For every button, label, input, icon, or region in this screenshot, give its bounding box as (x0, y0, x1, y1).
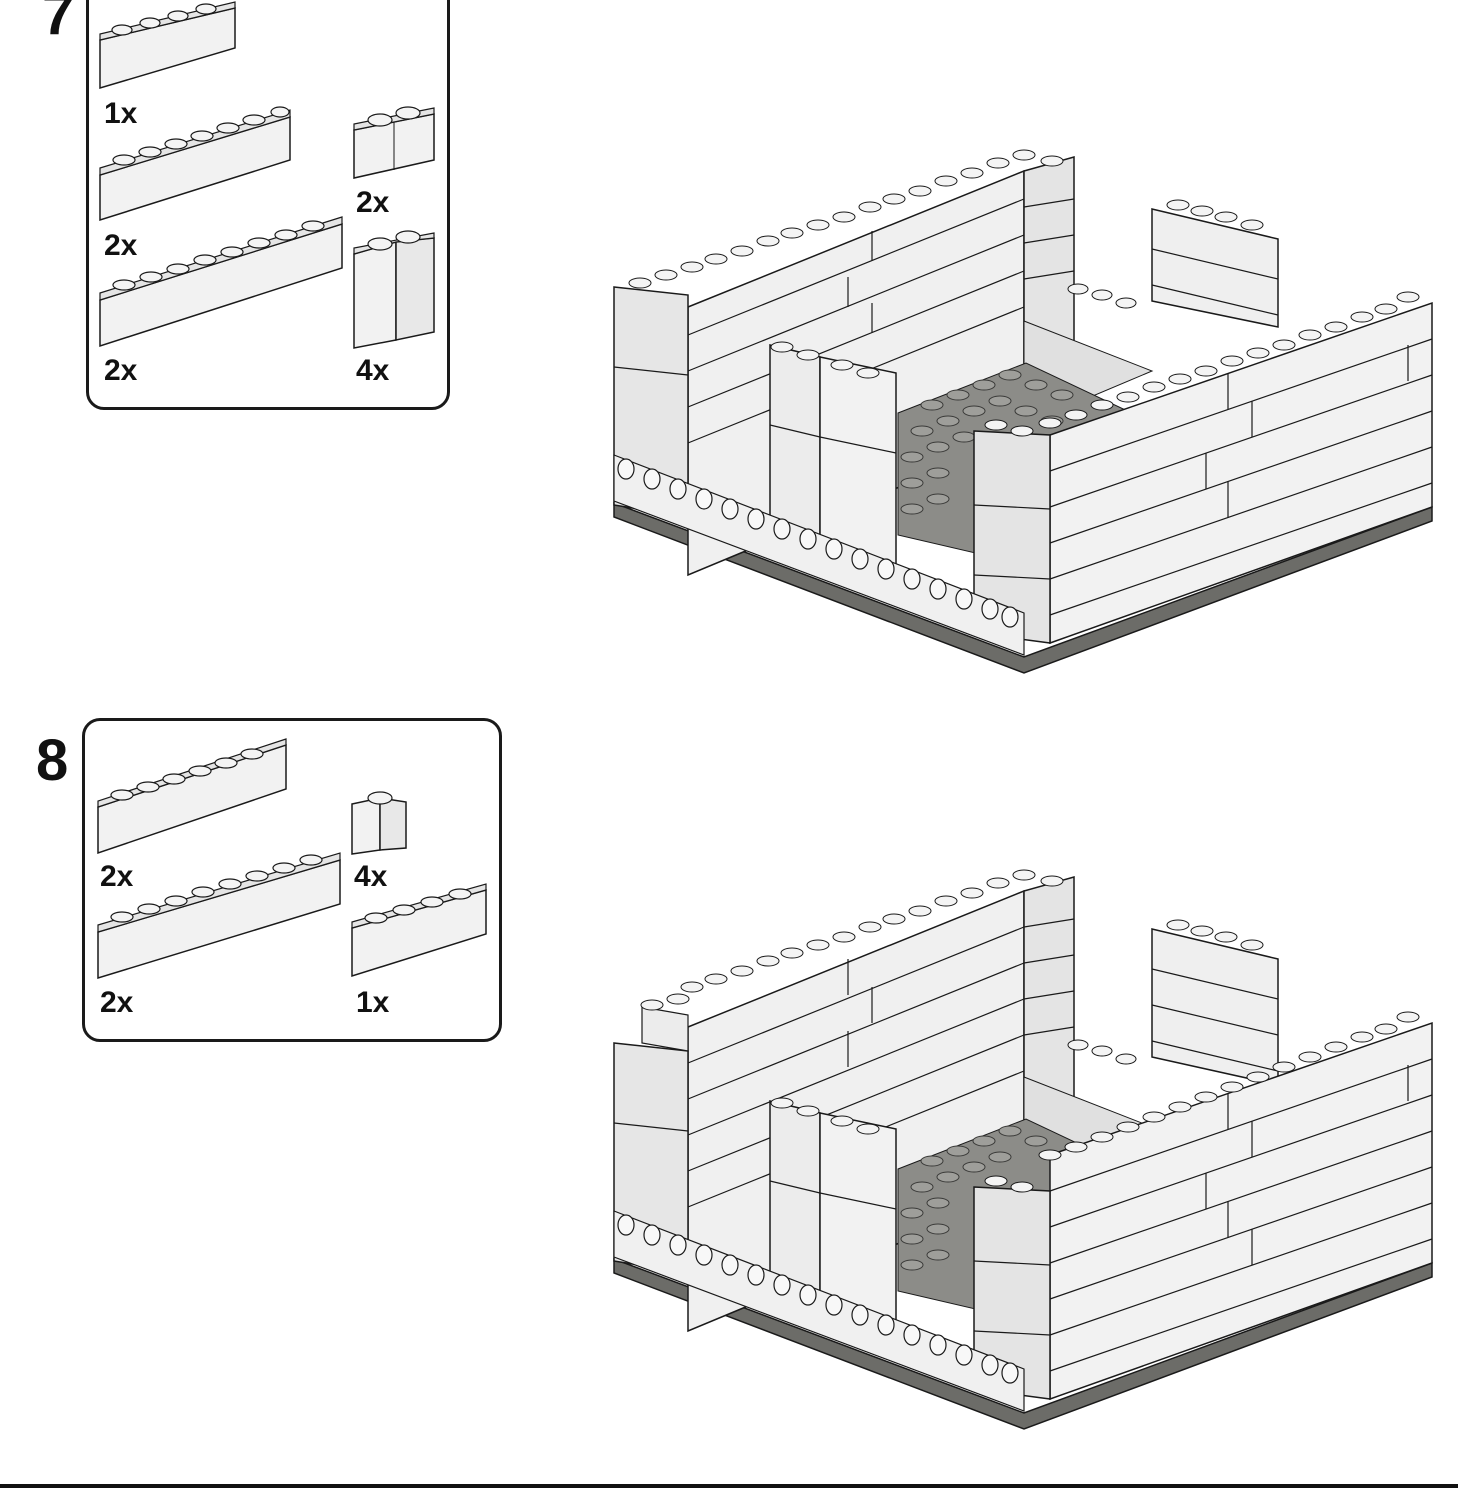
part-count: 1x (356, 986, 390, 1019)
part-count: 2x (104, 354, 138, 387)
brick-1x1-icon (351, 791, 407, 855)
brick-1x8-icon (97, 738, 287, 855)
brick-1x6-icon (351, 883, 487, 978)
brick-1x10-icon (99, 216, 343, 348)
part-count: 4x (356, 354, 390, 387)
brick-1x10-icon (97, 852, 341, 980)
part-count: 2x (356, 186, 390, 219)
brick-1x2-tall-icon (353, 230, 435, 349)
part-count: 1x (104, 97, 138, 130)
page-bottom-rule (0, 1484, 1458, 1488)
step-number-8: 8 (36, 728, 69, 793)
part-count: 2x (104, 229, 138, 262)
part-count: 2x (100, 986, 134, 1019)
assembly-model-step-7 (613, 149, 1433, 674)
step-number-7: 7 (42, 0, 75, 47)
brick-1x2-icon (353, 106, 435, 179)
assembly-model-step-8 (613, 869, 1433, 1430)
part-count: 2x (100, 860, 134, 893)
brick-1x6-icon (99, 1, 236, 90)
part-count: 4x (354, 860, 388, 893)
brick-1x8-icon (99, 106, 291, 222)
